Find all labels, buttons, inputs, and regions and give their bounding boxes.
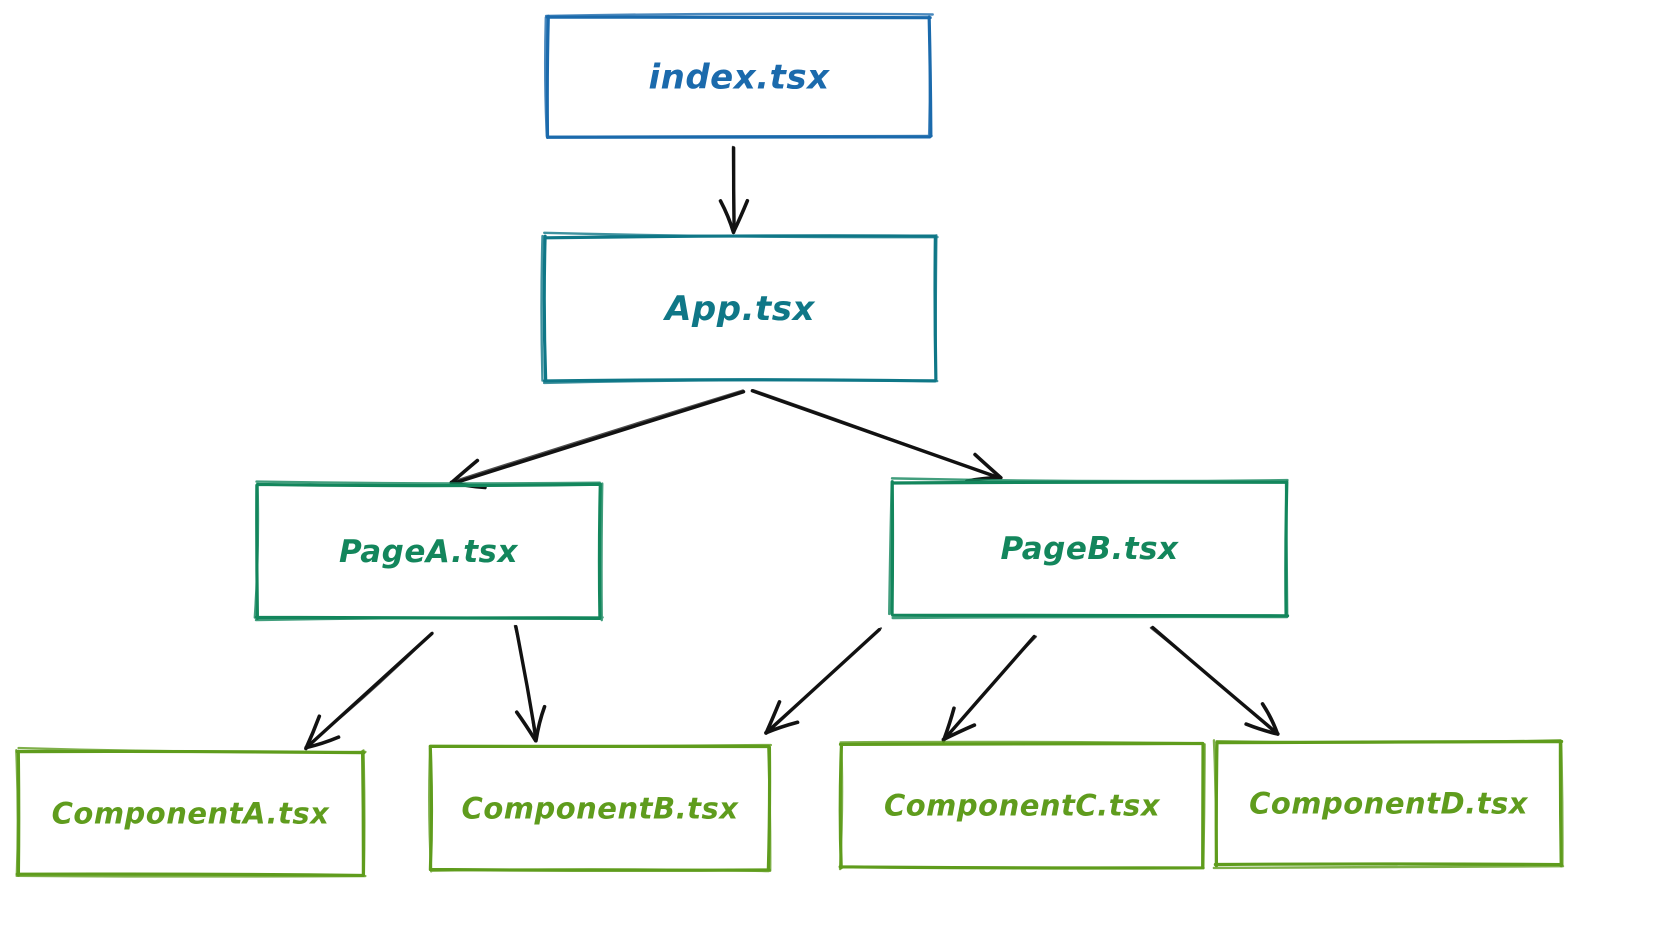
node-index[interactable]: index.tsx (543, 12, 934, 140)
edge-pageb-componentd (1149, 625, 1280, 736)
node-pagea[interactable]: PageA.tsx (253, 480, 604, 622)
node-componenta[interactable]: ComponentA.tsx (15, 746, 367, 878)
node-label-componentc: ComponentC.tsx (884, 789, 1161, 823)
node-app[interactable]: App.tsx (540, 231, 939, 385)
edge-index-app (718, 145, 750, 235)
arrowhead-stroke (514, 710, 538, 743)
edge-shaft (451, 389, 744, 483)
arrowhead-stroke (718, 199, 736, 235)
node-label-pagea: PageA.tsx (339, 534, 518, 570)
edge-shaft (451, 390, 746, 485)
node-pageb[interactable]: PageB.tsx (888, 477, 1290, 620)
node-border-componentc (838, 741, 1205, 870)
edge-pageb-componentc (941, 634, 1038, 743)
edge-pageb-componentb (764, 627, 883, 735)
edge-pagea-componenta (304, 631, 434, 751)
edge-shaft (1149, 626, 1277, 735)
arrowhead-stroke (941, 723, 977, 742)
edge-shaft (513, 624, 536, 739)
node-label-componenta: ComponentA.tsx (52, 797, 331, 831)
node-border-app (540, 231, 939, 385)
arrowhead-stroke (764, 720, 800, 735)
edges-layer (304, 145, 1280, 751)
arrowhead-stroke (732, 198, 750, 234)
edge-shaft (306, 631, 434, 747)
node-label-pageb: PageB.tsx (1000, 531, 1179, 567)
node-label-app: App.tsx (662, 289, 815, 329)
node-label-componentd: ComponentD.tsx (1249, 787, 1529, 821)
edge-shaft (731, 145, 735, 233)
arrowhead-stroke (449, 458, 480, 485)
edge-shaft (752, 388, 999, 479)
node-border-componentd (1212, 739, 1565, 870)
edge-pagea-componentb (513, 624, 547, 743)
node-border-index (543, 12, 934, 139)
edge-app-pageb (750, 388, 1003, 483)
node-label-index: index.tsx (648, 58, 830, 98)
node-border-componentb (428, 743, 773, 873)
node-componentc[interactable]: ComponentC.tsx (838, 740, 1206, 871)
edge-app-pagea (449, 389, 746, 490)
node-border-pagea (253, 480, 604, 622)
node-componentb[interactable]: ComponentB.tsx (428, 743, 773, 873)
node-border-componentc (838, 740, 1206, 871)
arrowhead-stroke (1260, 702, 1280, 736)
arrowhead-stroke (1244, 722, 1280, 736)
node-border-componenta (15, 746, 367, 878)
edge-shaft (766, 627, 883, 732)
arrowhead-stroke (304, 735, 341, 750)
arrowhead-stroke (534, 704, 547, 743)
node-componentd[interactable]: ComponentD.tsx (1212, 739, 1565, 870)
node-border-pagea (254, 482, 602, 620)
edge-shaft (942, 635, 1038, 741)
arrowhead-stroke (973, 452, 1003, 480)
node-label-componentb: ComponentB.tsx (462, 792, 740, 826)
node-border-pageb (888, 477, 1289, 620)
